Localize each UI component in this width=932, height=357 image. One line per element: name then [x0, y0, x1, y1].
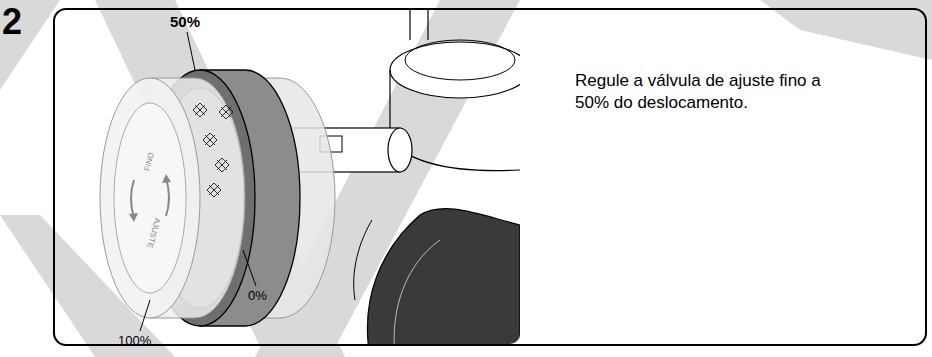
position-label: 50%: [170, 13, 200, 31]
position-label: 0%: [248, 288, 267, 304]
instruction-text: Regule a válvula de ajuste fino a 50% do…: [575, 70, 835, 114]
position-label: 100%: [118, 333, 151, 349]
knurl-mark: [203, 133, 217, 147]
knurling: [193, 103, 233, 197]
knob-illustration: [100, 10, 520, 344]
knurl-mark: [215, 158, 229, 172]
step-number: 2: [2, 0, 22, 43]
knurl-mark: [219, 105, 233, 119]
knurl-mark: [207, 183, 221, 197]
knurl-mark: [193, 103, 207, 117]
